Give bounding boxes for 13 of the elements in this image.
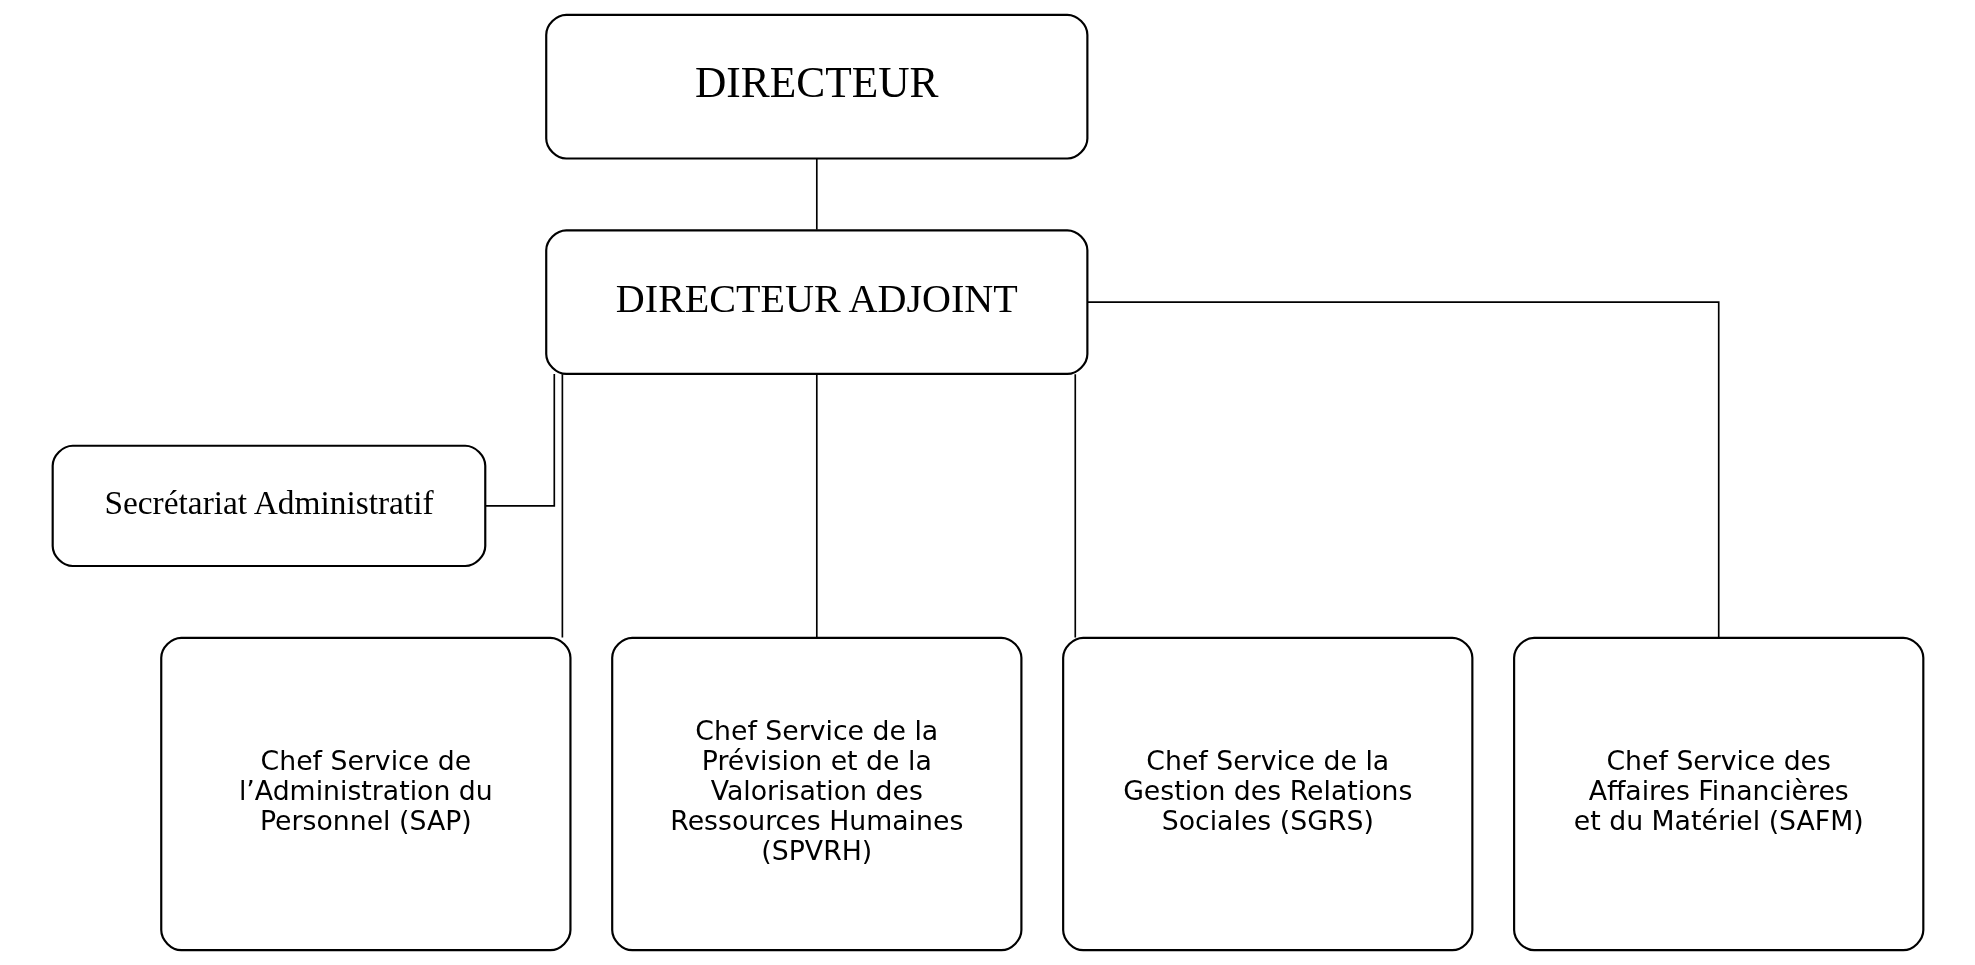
node-box: DIRECTEUR ADJOINT [544,229,1088,376]
connector [815,373,818,639]
connector [1086,301,1720,639]
node-box: Chef Service de l’Administration du Personnel (SAP) [159,636,572,952]
connector [1073,373,1076,639]
connector [484,373,555,507]
node-box: Chef Service des Affaires Financières et du Matériel (SAFM) [1512,636,1924,952]
connector [815,158,818,231]
node-box: DIRECTEUR [544,13,1088,160]
node-box: Secrétariat Administratif [51,444,486,568]
connector [561,373,563,639]
node-box: Chef Service de la Gestion des Relations Sociales (SGRS) [1061,636,1473,952]
node-box: Chef Service de la Prévision et de la Valorisation des Ressources Humaines (SPVRH) [610,636,1022,952]
